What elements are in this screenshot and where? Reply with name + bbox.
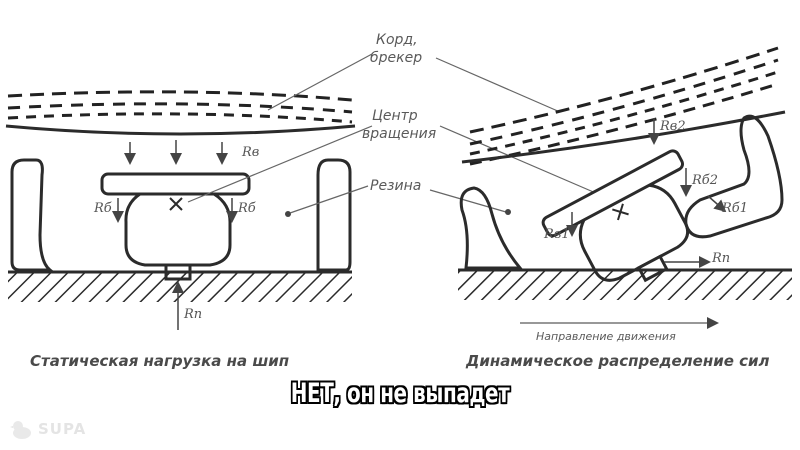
label-rp-right: Rп [711, 251, 730, 266]
label-rubber: Резина [370, 178, 421, 194]
ground-right [458, 270, 792, 300]
label-rb-right: Rб [237, 201, 256, 216]
label-center-2: вращения [362, 126, 436, 142]
label-cord-2: брекер [370, 50, 422, 66]
left-diagram: Rв Rб Rб Rп [5, 90, 356, 330]
video-subtitle: НЕТ, он не выпадет [290, 378, 510, 409]
cord-dashes-left [7, 90, 353, 124]
caption-left: Статическая нагрузка на шип [30, 352, 289, 370]
rubber-fold-right [459, 186, 524, 270]
label-rv2: Rв2 [659, 119, 686, 134]
rubber-block-right [684, 114, 784, 239]
tyre-line-left [5, 124, 356, 136]
ground-left [8, 272, 352, 302]
load-arrows [124, 140, 228, 165]
label-rb-left: Rб [93, 201, 112, 216]
center-labels: Корд, брекер Центр вращения Резина [187, 32, 613, 214]
watermark: SUPA [10, 418, 86, 440]
label-rb1: Rб1 [721, 201, 748, 216]
watermark-text: SUPA [38, 420, 87, 438]
leader-lines [187, 53, 613, 214]
rubber-block-left-b [316, 158, 352, 272]
label-direction: Направление движения [536, 330, 676, 343]
label-rp-left: Rп [183, 307, 202, 322]
label-cord-1: Корд, [376, 32, 418, 48]
label-rv: Rв [241, 145, 259, 160]
cord-dashes-right [469, 46, 779, 166]
stud-static [100, 172, 251, 281]
duck-icon [10, 421, 31, 439]
caption-right: Динамическое распределение сил [465, 352, 770, 370]
rubber-block-left-a [10, 158, 55, 272]
label-center-1: Центр [372, 108, 418, 124]
right-diagram: Направление движения Rв2 Rб2 Rб1 Rв1 Rп [458, 46, 792, 343]
label-rb2: Rб2 [691, 173, 718, 188]
label-rv1: Rв1 [543, 227, 570, 242]
